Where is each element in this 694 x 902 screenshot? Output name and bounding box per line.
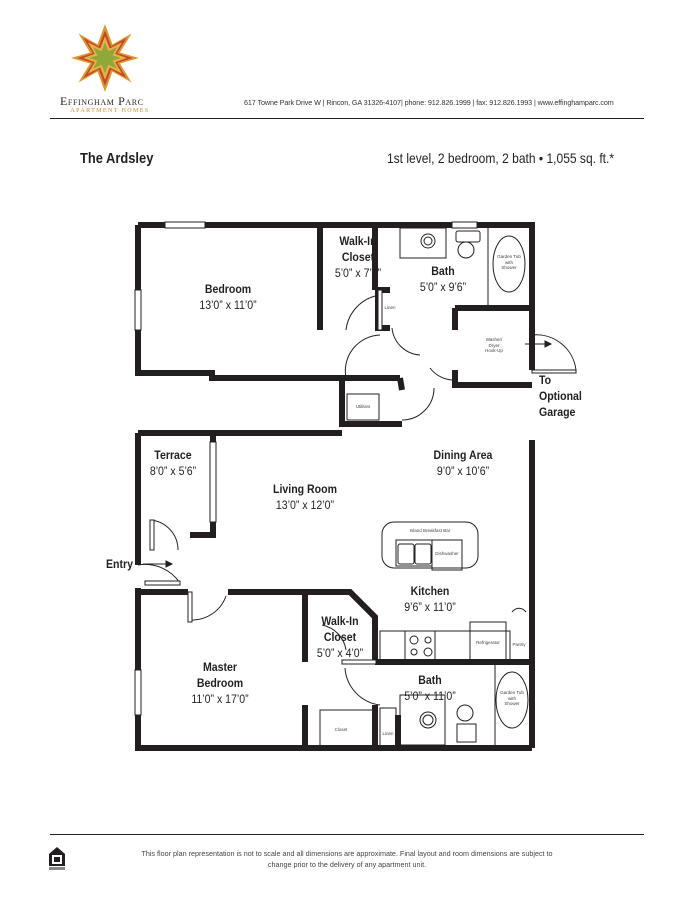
room-name: Living Room bbox=[273, 482, 337, 496]
room-living-room: Living Room 13’0” x 12’0” bbox=[261, 481, 349, 513]
fixture-text: Hook-Up bbox=[485, 348, 503, 353]
brand-subtitle: APARTMENT HOMES bbox=[70, 108, 150, 114]
room-dims: 5’0” x 11’0” bbox=[404, 689, 456, 703]
room-name-line2: Bedroom bbox=[196, 676, 244, 690]
unit-summary: 1st level, 2 bedroom, 2 bath • 1,055 sq.… bbox=[386, 150, 614, 166]
garage-line2: Optional bbox=[539, 389, 582, 403]
washer-dryer-label: Washer/ Dryer Hook-Up bbox=[478, 337, 510, 354]
header-divider bbox=[50, 118, 644, 119]
fixture-text: Garden Tub bbox=[500, 690, 524, 695]
room-dims: 11’0” x 17’0” bbox=[191, 692, 249, 706]
fixture-text: Shower bbox=[504, 701, 520, 706]
garage-line3: Garage bbox=[539, 405, 576, 419]
room-dims: 13’0” x 12’0” bbox=[275, 498, 335, 512]
room-dims: 5’0” x 7’0” bbox=[334, 266, 382, 280]
contact-line: 617 Towne Park Drive W | Rincon, GA 3132… bbox=[244, 98, 614, 107]
disclaimer: This floor plan representation is not to… bbox=[141, 849, 553, 869]
island-breakfast-bar-label: Island Breakfast Bar bbox=[409, 528, 451, 533]
room-dims: 8’0” x 5’6” bbox=[149, 464, 197, 478]
room-dims: 9’6” x 11’0” bbox=[404, 600, 456, 614]
room-bedroom: Bedroom 13’0” x 11’0” bbox=[186, 281, 270, 313]
brand-logo: Effingham Parc APARTMENT HOMES bbox=[60, 24, 180, 114]
refrigerator-label: Refrigerator bbox=[476, 640, 500, 645]
room-name-line1: Walk-In bbox=[339, 234, 377, 248]
utilities-label: Utilities bbox=[355, 404, 371, 409]
room-dining-area: Dining Area 9’0” x 10’6” bbox=[421, 447, 505, 479]
room-name: Terrace bbox=[154, 448, 192, 462]
room-walk-in-closet-2: Walk-In Closet 5’0” x 4’0” bbox=[309, 613, 371, 661]
room-name-line2: Closet bbox=[341, 250, 375, 264]
room-name: Kitchen bbox=[410, 584, 450, 598]
room-kitchen: Kitchen 9’6” x 11’0” bbox=[390, 583, 469, 615]
room-dims: 5’0” x 9’6” bbox=[419, 280, 467, 294]
fixture-text: Washer/ bbox=[485, 337, 503, 342]
closet-label: Closet bbox=[334, 727, 348, 732]
room-master-bedroom: Master Bedroom 11’0” x 17’0” bbox=[180, 659, 259, 707]
equal-housing-opportunity-icon bbox=[49, 847, 65, 870]
room-dims: 5’0” x 4’0” bbox=[316, 646, 364, 660]
room-name-line1: Master bbox=[202, 660, 238, 674]
garage-line1: To bbox=[539, 373, 552, 387]
fixture-text: Shower bbox=[501, 265, 517, 270]
fixture-text: Garden Tub bbox=[497, 254, 521, 259]
unit-title: The Ardsley bbox=[80, 150, 154, 167]
fixture-text: with bbox=[504, 259, 513, 265]
garden-tub-label-2: Garden Tub with Shower bbox=[496, 690, 528, 707]
garage-label: To Optional Garage bbox=[539, 372, 582, 420]
room-name: Dining Area bbox=[433, 448, 493, 462]
room-name-line1: Walk-In bbox=[321, 614, 359, 628]
room-name: Bath bbox=[418, 673, 442, 687]
room-bath-2: Bath 5’0” x 11’0” bbox=[393, 672, 467, 704]
garden-tub-label-1: Garden Tub with Shower bbox=[493, 254, 525, 271]
room-name: Bedroom bbox=[204, 282, 252, 296]
room-walk-in-closet-1: Walk-In Closet 5’0” x 7’0” bbox=[325, 233, 392, 281]
room-name-line2: Closet bbox=[323, 630, 357, 644]
dishwasher-label: Dishwasher bbox=[435, 551, 459, 556]
linen-label-1: Linen bbox=[384, 305, 396, 310]
linen-label-2: Linen bbox=[382, 731, 394, 736]
room-terrace: Terrace 8’0” x 5’6” bbox=[138, 447, 208, 479]
fixture-text: with bbox=[507, 695, 516, 701]
fixture-text: Dryer bbox=[488, 342, 500, 348]
pantry-label: Pantry bbox=[512, 642, 526, 647]
room-bath-1: Bath 5’0” x 9’6” bbox=[410, 263, 477, 295]
star-burst-logo-icon bbox=[71, 24, 139, 92]
footer-divider bbox=[50, 834, 644, 835]
room-dims: 13’0” x 11’0” bbox=[199, 298, 257, 312]
room-dims: 9’0” x 10’6” bbox=[436, 464, 490, 478]
entry-label: Entry bbox=[106, 557, 134, 571]
brand-name: Effingham Parc bbox=[60, 94, 144, 108]
room-name: Bath bbox=[431, 264, 455, 278]
